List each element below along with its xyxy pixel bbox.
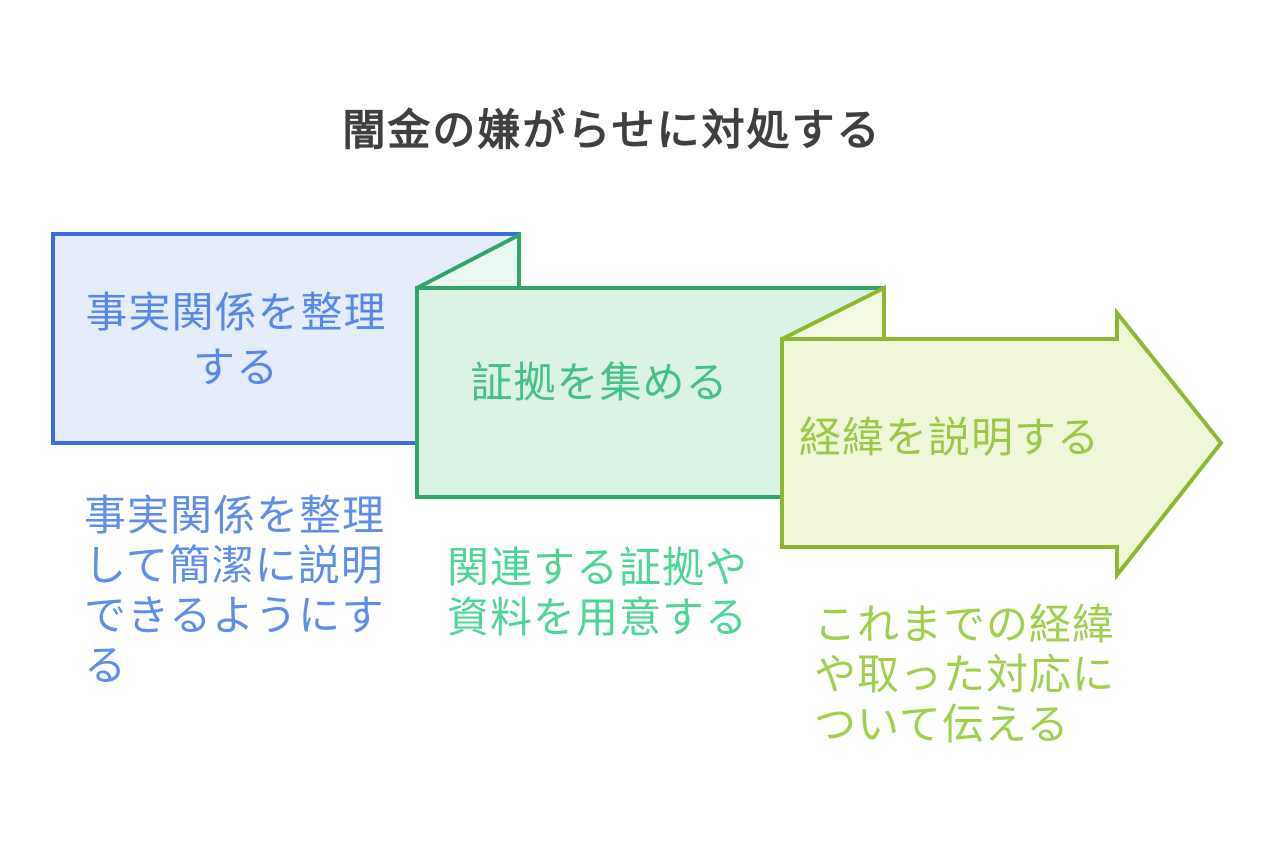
step3-arrow-shape	[780, 307, 1224, 581]
step3-description-line: ついて伝える	[814, 701, 1070, 748]
diagram-title: 闇金の嫌がらせに対処する	[342, 107, 882, 155]
step3-description-line: これまでの経緯	[814, 601, 1116, 648]
step1-title-line: する	[192, 344, 279, 391]
step1-description-line: できるようにす	[84, 592, 385, 639]
step2-title: 証拠を集める	[417, 355, 782, 410]
step3-description-line: や取った対応に	[814, 651, 1116, 698]
step3-title: 経緯を説明する	[782, 410, 1117, 465]
step1-title: 事実関係を整理 する	[53, 285, 419, 395]
step2-description: 関連する証拠や 資料を用意する	[447, 543, 748, 643]
step3-description: これまでの経緯 や取った対応に ついて伝える	[814, 600, 1115, 750]
step3-title-line: 経緯を説明する	[798, 414, 1100, 461]
step2-description-line: 資料を用意する	[447, 594, 749, 641]
step1-description-line: 事実関係を整理	[84, 492, 386, 539]
step2-description-line: 関連する証拠や	[447, 544, 749, 591]
step1-description: 事実関係を整理 して簡潔に説明 できるようにす る	[84, 491, 385, 691]
step1-description-line: して簡潔に説明	[84, 542, 384, 589]
step1-description-line: る	[84, 642, 128, 689]
step1-title-line: 事実関係を整理	[85, 289, 387, 336]
step2-title-line: 証拠を集める	[470, 359, 729, 406]
